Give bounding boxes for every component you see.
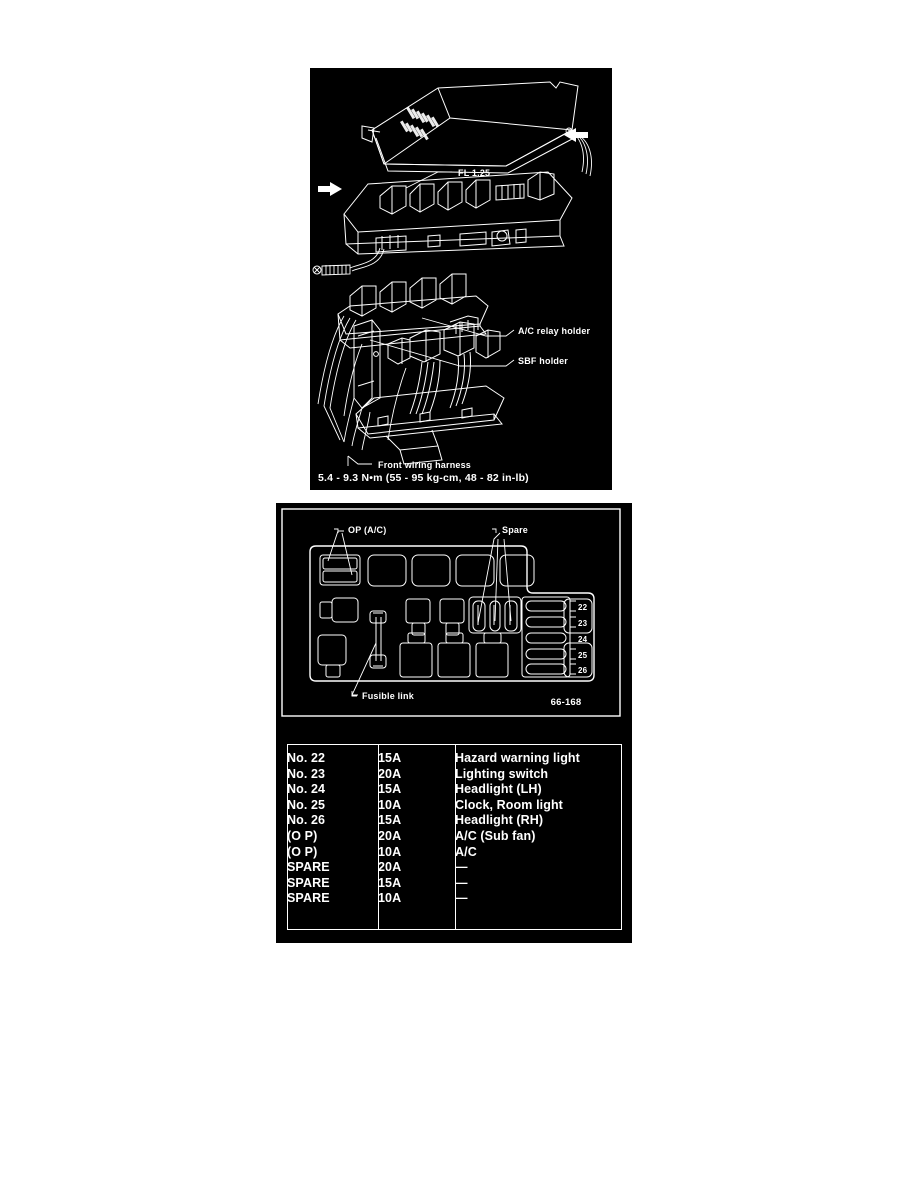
fuse-description: Headlight (LH) [455,782,542,797]
front-wiring-harness-leads [317,315,407,451]
fuse-description: — [455,860,468,875]
table-row: (O P) 20A A/C (Sub fan) [287,829,622,845]
fuse-box-layout-figure: 22 23 24 25 26 OP (A/C) [276,503,632,725]
fuse-id: No. 24 [287,782,326,797]
table-row: No. 23 20A Lighting switch [287,767,622,783]
callout-front-wiring-harness: Front wiring harness [378,460,471,470]
fuse-id: SPARE [287,891,330,906]
fuse-specification-table-figure: No. 22 15A Hazard warning light No. 23 2… [276,735,632,943]
fuse-rating: 15A [378,782,402,797]
fuse-rating: 15A [378,813,402,828]
fuse-number-25: 25 [578,651,588,660]
fuse-box-layout-and-table-block: 22 23 24 25 26 OP (A/C) [276,503,632,943]
ground-strap [312,247,385,276]
fuse-description: A/C (Sub fan) [455,828,536,843]
arrow-left-marker [564,128,588,142]
fuse-description: Hazard warning light [455,751,580,765]
fuse-number-24: 24 [578,635,588,644]
table-row: SPARE 10A — [287,891,622,907]
fuse-id: SPARE [287,860,330,875]
fuse-specification-table: No. 22 15A Hazard warning light No. 23 2… [287,751,622,907]
table-row: No. 24 15A Headlight (LH) [287,782,622,798]
fuse-description: — [455,875,468,890]
table-row: SPARE 20A — [287,860,622,876]
fuse-id: No. 25 [287,797,326,812]
callout-ac-relay-holder: A/C relay holder [518,326,591,336]
fuse-number-22: 22 [578,603,588,612]
fuse-number-23: 23 [578,619,588,628]
table-row: No. 22 15A Hazard warning light [287,751,622,767]
table-row: (O P) 10A A/C [287,845,622,861]
fuse-id: (O P) [287,844,318,859]
fuse-rating: 10A [378,844,402,859]
fuse-rating: 20A [378,828,402,843]
torque-specification-note: 5.4 - 9.3 N•m (55 - 95 kg-cm, 48 - 82 in… [318,472,529,484]
callout-sbf-holder: SBF holder [518,356,568,366]
figure-reference-code: 66-168 [551,697,582,708]
fuse-description: — [455,891,468,906]
fuse-id: No. 22 [287,751,326,765]
fl-leader-line [405,171,452,189]
callout-fusible-link: Fusible link [362,691,415,701]
assembly-line-art: FL 1.25 [312,81,592,470]
op-ac-leader-line [327,528,353,576]
fuse-id: No. 23 [287,766,326,781]
fuse-id: No. 26 [287,813,326,828]
fuse-rating: 15A [378,751,402,765]
fusible-link-leader-line [351,642,377,697]
fuse-table-body: No. 22 15A Hazard warning light No. 23 2… [287,751,622,907]
fuse-id: (O P) [287,828,318,843]
fuse-description: Lighting switch [455,766,549,781]
table-row: SPARE 15A — [287,876,622,892]
table-row: No. 26 15A Headlight (RH) [287,813,622,829]
callout-op-ac: OP (A/C) [348,525,386,535]
callout-spare: Spare [502,525,528,535]
fuse-id: SPARE [287,875,330,890]
table-row: No. 25 10A Clock, Room light [287,798,622,814]
fuse-description: Clock, Room light [455,797,563,812]
fuse-box-exploded-assembly-figure: FL 1.25 [310,68,612,490]
fuse-rating: 15A [378,875,402,890]
arrow-right-marker [318,182,342,196]
fuse-rating: 10A [378,891,402,906]
fuse-rating: 20A [378,766,402,781]
layout-line-art: 22 23 24 25 26 OP (A/C) [281,508,621,717]
fuse-description: A/C [455,844,477,859]
fuse-rating: 10A [378,797,402,812]
fuse-rating: 20A [378,860,402,875]
cover-embossed-text [400,106,440,141]
spare-leader-lines [477,528,512,624]
fuse-number-26: 26 [578,666,588,675]
callout-fl: FL 1.25 [458,168,490,178]
fuse-description: Headlight (RH) [455,813,544,828]
